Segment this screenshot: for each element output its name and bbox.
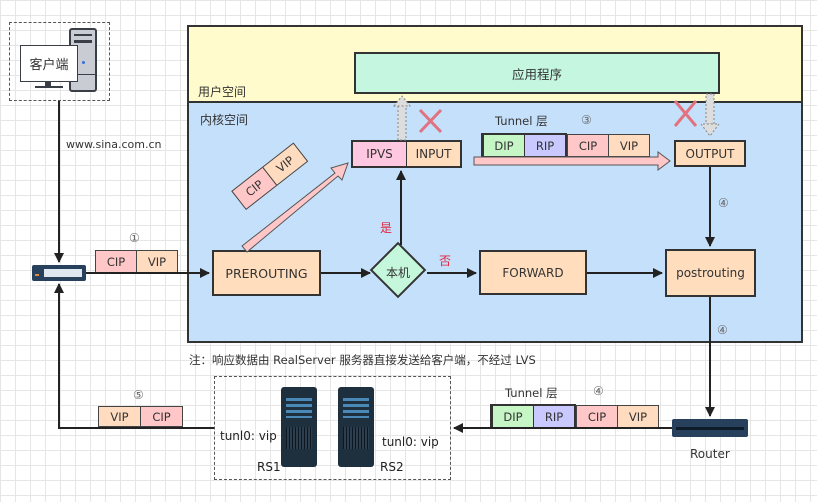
server-rs2-icon [338, 387, 374, 467]
packet-5-vip: VIP [98, 406, 141, 427]
router-label: Router [690, 447, 730, 461]
prerouting-chain[interactable]: PREROUTING [212, 250, 321, 296]
client-group [9, 22, 110, 101]
switch-icon [32, 265, 86, 281]
monitor-base [35, 86, 63, 88]
blocked-arrow-input-app [392, 95, 412, 141]
blocked-arrow-app-output [700, 93, 720, 137]
note-text: 注：响应数据由 RealServer 服务器直接发送给客户端，不经过 LVS [189, 353, 536, 367]
client-label: 客户端 [29, 58, 69, 73]
step-2-arrow [241, 162, 349, 253]
packet-4-vip: VIP [617, 405, 659, 428]
packet-3-vip: VIP [608, 134, 650, 157]
ipvs-cell: IPVS [353, 142, 407, 166]
user-space-label: 用户空间 [198, 85, 247, 99]
forward-chain[interactable]: FORWARD [479, 250, 587, 295]
monitor-icon: 客户端 [20, 45, 78, 82]
step-3-arrow [473, 151, 671, 171]
decision-label: 本机 [386, 266, 411, 280]
output-chain[interactable]: OUTPUT [674, 140, 746, 167]
packet-4-rip: RIP [534, 406, 574, 427]
packet-4-dip: DIP [493, 406, 533, 427]
edge-rs-switch [54, 283, 214, 429]
postrouting-chain[interactable]: postrouting [665, 249, 756, 297]
step-4c-label: ④ [593, 384, 604, 398]
rs2-iface-label: tunl0: vip [382, 435, 439, 449]
step-4a-label: ④ [718, 196, 729, 210]
monitor-stand [45, 82, 51, 87]
step-4b-label: ④ [717, 323, 728, 337]
ipvs-input-chain[interactable]: IPVS INPUT [351, 140, 462, 168]
domain-label: www.sina.com.cn [66, 138, 162, 151]
router-icon [672, 419, 748, 437]
tunnel-label-4: Tunnel 层 [505, 386, 558, 400]
packet-5-cip: CIP [140, 406, 183, 427]
kernel-space-label: 内核空间 [200, 113, 249, 127]
blocked-x-icon-2 [673, 100, 698, 127]
packet-3-rip: RIP [525, 135, 565, 156]
step-3-label: ③ [581, 113, 592, 127]
packet-3-dip: DIP [484, 135, 524, 156]
input-cell: INPUT [407, 142, 460, 166]
application-box[interactable]: 应用程序 [354, 52, 720, 94]
blocked-x-icon-1 [418, 108, 443, 134]
rs1-name-label: RS1 [257, 460, 281, 474]
rs2-name-label: RS2 [380, 460, 404, 474]
yes-label: 是 [380, 221, 393, 235]
realserver-group [214, 376, 451, 480]
tunnel-label-3: Tunnel 层 [495, 114, 548, 128]
no-label: 否 [439, 254, 452, 268]
step-1-label: ① [129, 231, 140, 245]
rs1-iface-label: tunl0: vip [220, 429, 277, 443]
step-5-label: ⑤ [133, 388, 144, 402]
server-rs1-icon [281, 387, 317, 467]
